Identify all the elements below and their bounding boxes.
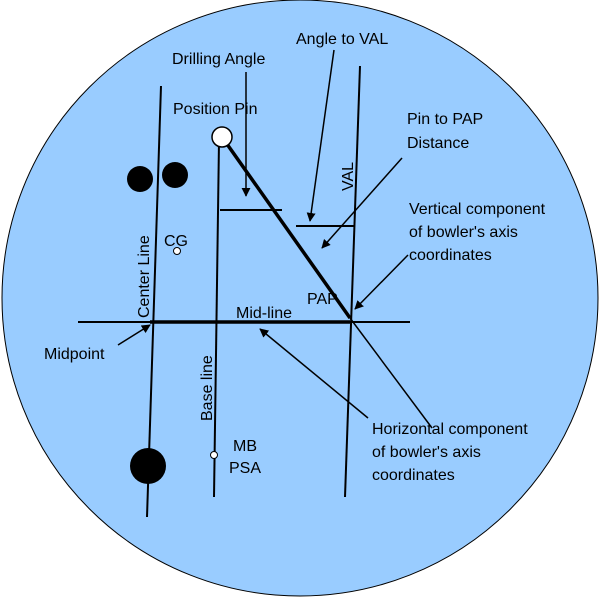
vertical-component-label-2: of bowler's axis (409, 224, 518, 241)
vertical-component-arrow (354, 254, 409, 310)
pin-to-pap-arrow (321, 157, 403, 249)
mb-psa-dot (210, 451, 218, 459)
psa-label: PSA (229, 460, 261, 477)
angle-to-val-label: Angle to VAL (296, 31, 388, 48)
pap-label: PAP (307, 291, 338, 308)
horizontal-component-label-3: coordinates (372, 467, 455, 484)
midpoint-label: Midpoint (44, 346, 105, 363)
horizontal-component-arrow (259, 328, 369, 419)
mid-line-label: Mid-line (236, 305, 292, 322)
pin-to-pap-extension (349, 317, 433, 429)
horizontal-component-label-1: Horizontal component (372, 421, 528, 438)
center-line-label: Center Line (136, 235, 153, 318)
horizontal-component-label-2: of bowler's axis (372, 444, 481, 461)
pin-to-pap-label-1: Pin to PAP (407, 111, 483, 128)
drilling-angle-label: Drilling Angle (172, 51, 265, 68)
position-pin (211, 126, 233, 148)
finger-hole-left (127, 166, 153, 192)
vertical-component-label-3: coordinates (409, 247, 492, 264)
val-line (344, 65, 361, 498)
base-line (213, 140, 220, 498)
angle-to-val-arrow (306, 49, 335, 222)
thumb-hole (130, 448, 166, 484)
cg-dot (173, 247, 181, 255)
vertical-component-label-1: Vertical component (409, 201, 546, 218)
base-line-label: Base line (199, 355, 216, 421)
pin-to-pap-line (220, 135, 352, 320)
finger-hole-right (162, 162, 188, 188)
val-label: VAL (340, 162, 357, 191)
cg-label: CG (164, 233, 188, 250)
mb-label: MB (233, 438, 257, 455)
center-line (146, 85, 162, 518)
midpoint-arrow (117, 324, 151, 346)
position-pin-label: Position Pin (173, 101, 258, 118)
pin-to-pap-label-2: Distance (407, 135, 469, 152)
